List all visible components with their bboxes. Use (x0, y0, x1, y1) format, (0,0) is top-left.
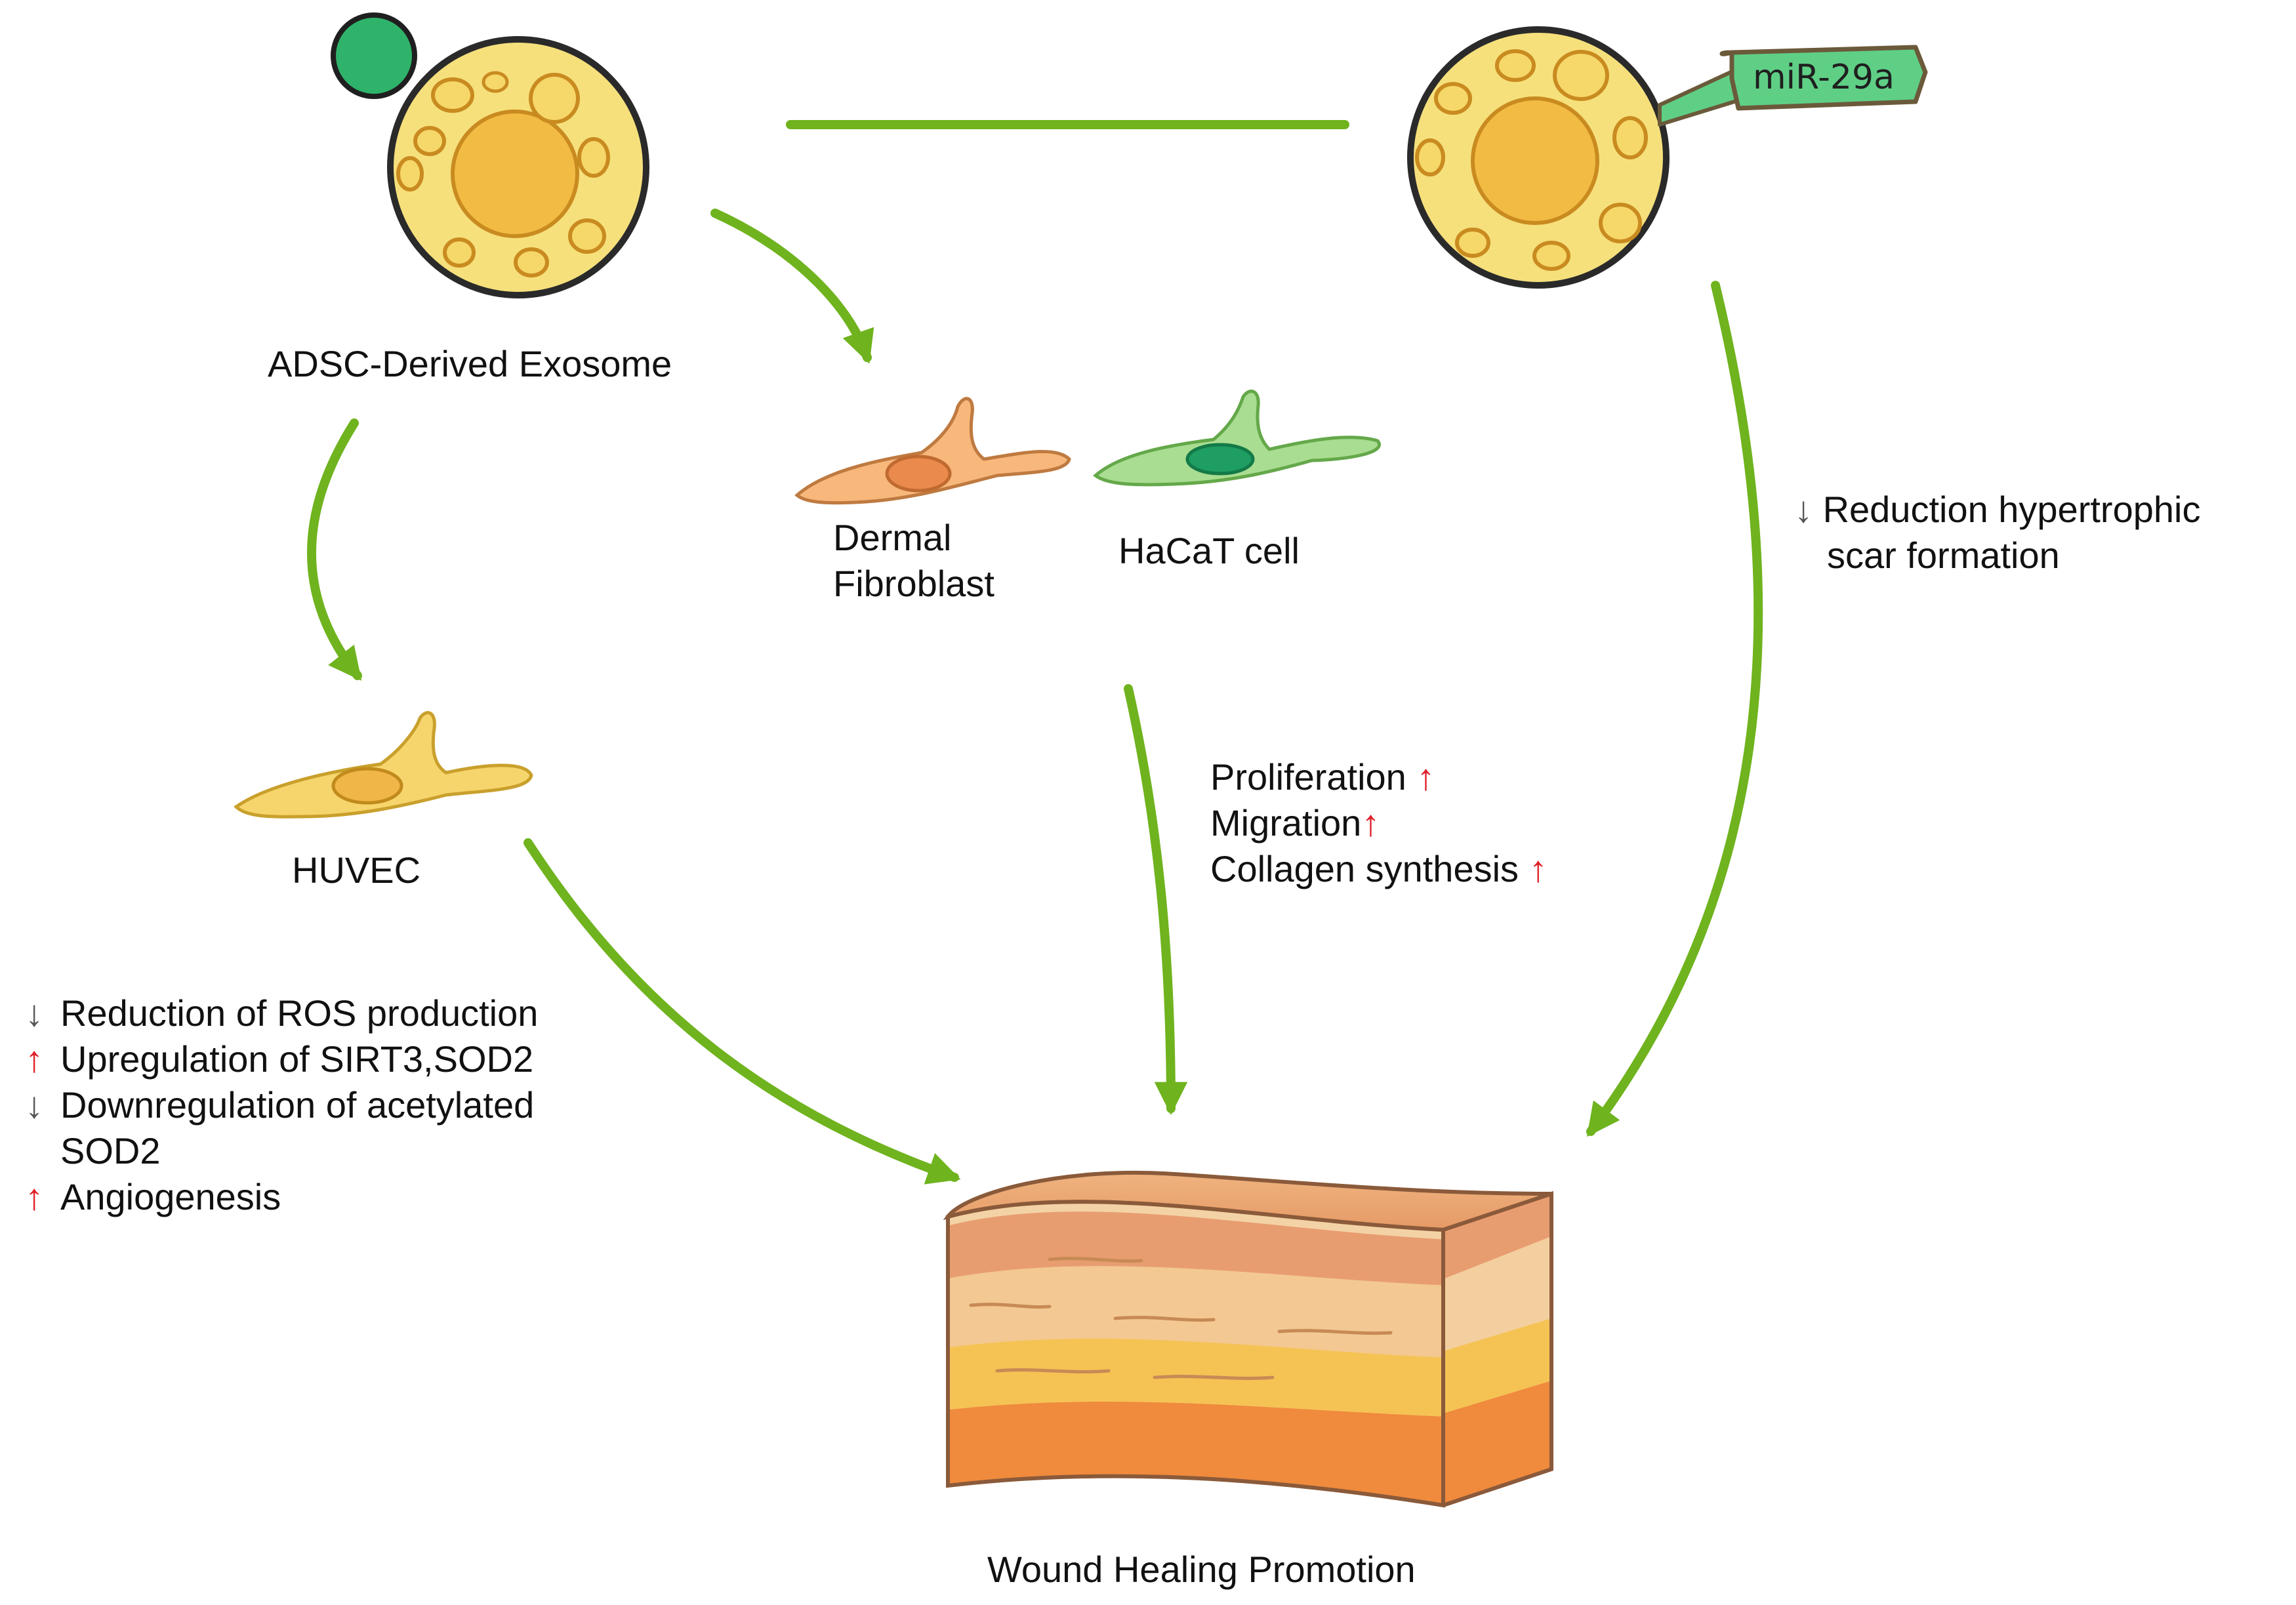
huvec-icon (234, 711, 533, 819)
fibro-effect-proliferation: Proliferation (1210, 756, 1406, 798)
outcome-label: Wound Healing Promotion (987, 1549, 1416, 1590)
down-arrow-icon: ↓ (1794, 489, 1813, 530)
huvec-effect-ros: ↓ Reduction of ROS production (25, 990, 538, 1036)
fibroblast-effects-list: Proliferation ↑ Migration↑ Collagen synt… (1210, 754, 1548, 892)
skin-tissue-icon (943, 1170, 1553, 1508)
huvec-label: HUVEC (292, 849, 421, 891)
exosome-label: ADSC-Derived Exosome (268, 343, 672, 384)
arrow-huvec-to-wound (523, 838, 961, 1185)
huvec-effect-sod2-text: SOD2 (60, 1130, 161, 1171)
huvec-effect-acetylated: ↓ Downregulation of acetylated (25, 1082, 538, 1128)
hacat-cell-icon (1093, 390, 1381, 487)
huvec-effect-ros-text: Reduction of ROS production (60, 992, 539, 1034)
up-arrow-icon: ↑ (1416, 756, 1435, 798)
huvec-effects-list: ↓ Reduction of ROS production ↑ Upregulati… (25, 990, 538, 1220)
dermal-fibroblast-label: Dermal Fibroblast (833, 515, 994, 607)
fibro-effect-migration: Migration (1210, 802, 1362, 843)
huvec-effect-acetylated-text: Downregulation of acetylated (60, 1084, 535, 1126)
up-arrow-icon: ↑ (1528, 848, 1548, 889)
down-arrow-icon: ↓ (25, 992, 43, 1034)
arrow-skin-cells-to-wound (1124, 684, 1188, 1116)
scar-effect-line2: scar formation (1827, 535, 2060, 576)
huvec-effect-sod2: SOD2 (25, 1128, 538, 1174)
arrow-mir29a-to-wound (1586, 281, 1763, 1137)
huvec-effect-angiogenesis: ↑ Angiogenesis (25, 1174, 538, 1220)
dermal-fibroblast-icon (794, 397, 1071, 505)
up-arrow-icon: ↑ (25, 1038, 43, 1080)
mirna-label: miR-29a (1753, 58, 1895, 97)
huvec-effect-sirt3: ↑ Upregulation of SIRT3,SOD2 (25, 1036, 538, 1082)
scar-effect-line1: Reduction hypertrophic (1822, 489, 2201, 530)
dermal-fibroblast-label-line2: Fibroblast (833, 563, 994, 604)
vesicle-icon (331, 12, 417, 99)
dermal-fibroblast-label-line1: Dermal (833, 517, 952, 558)
adsc-exosome-icon (387, 36, 649, 298)
scar-effect-text: ↓ Reduction hypertrophic scar formation (1794, 487, 2200, 579)
mir29a-exosome-icon (1407, 26, 1670, 289)
fibro-effect-collagen: Collagen synthesis (1210, 848, 1519, 889)
up-arrow-icon: ↑ (25, 1176, 43, 1217)
hacat-label: HaCaT cell (1118, 530, 1300, 571)
down-arrow-icon: ↓ (25, 1084, 43, 1126)
huvec-effect-sirt3-text: Upregulation of SIRT3,SOD2 (60, 1038, 534, 1080)
huvec-effect-angiogenesis-text: Angiogenesis (60, 1176, 281, 1217)
mirna-tag: miR-29a (1658, 45, 1928, 127)
arrow-exosome-to-skin-cells (710, 209, 874, 364)
up-arrow-icon: ↑ (1361, 802, 1380, 843)
arrow-exosome-to-huvec (307, 418, 362, 681)
